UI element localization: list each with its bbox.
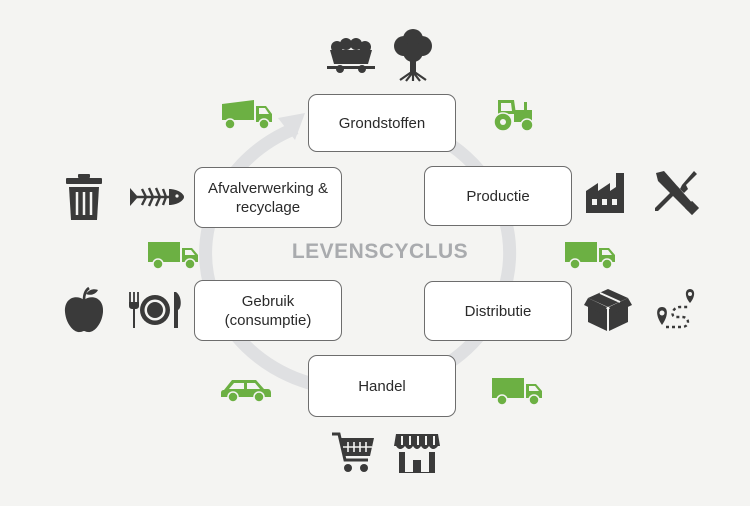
shopping-cart-icon xyxy=(330,430,376,474)
box-icon xyxy=(584,285,632,333)
truck-icon-left xyxy=(146,240,200,270)
tree-icon xyxy=(388,28,438,82)
tools-icon xyxy=(650,167,700,217)
route-icon xyxy=(652,287,700,333)
stage-gebruik: Gebruik (consumptie) xyxy=(194,280,342,341)
fish-bone-icon xyxy=(128,184,184,210)
diagram-title: LEVENSCYCLUS xyxy=(291,240,469,263)
truck-icon-right xyxy=(563,240,617,270)
trash-can-icon xyxy=(64,173,104,221)
mine-cart-icon xyxy=(326,37,376,75)
shop-icon xyxy=(394,430,440,474)
stage-distributie-label: Distributie xyxy=(464,302,532,320)
cycle-arrow-head xyxy=(278,113,305,140)
stage-afval-label: Afvalverwerking & recyclage xyxy=(207,179,329,216)
stage-grondstoffen-label: Grondstoffen xyxy=(338,114,426,132)
factory-icon xyxy=(584,171,628,213)
stage-distributie: Distributie xyxy=(424,281,572,341)
apple-icon xyxy=(62,286,106,334)
stage-gebruik-label: Gebruik (consumptie) xyxy=(224,292,312,329)
car-icon xyxy=(220,376,272,404)
stage-productie-label: Productie xyxy=(466,187,530,205)
plate-cutlery-icon xyxy=(126,290,184,330)
stage-productie: Productie xyxy=(424,166,572,226)
truck-icon-bottom xyxy=(490,376,544,406)
stage-grondstoffen: Grondstoffen xyxy=(308,94,456,152)
tractor-icon xyxy=(490,96,536,132)
stage-handel: Handel xyxy=(308,355,456,417)
stage-handel-label: Handel xyxy=(358,377,406,395)
stage-afval: Afvalverwerking & recyclage xyxy=(194,167,342,228)
tipper-truck-icon xyxy=(220,98,274,130)
